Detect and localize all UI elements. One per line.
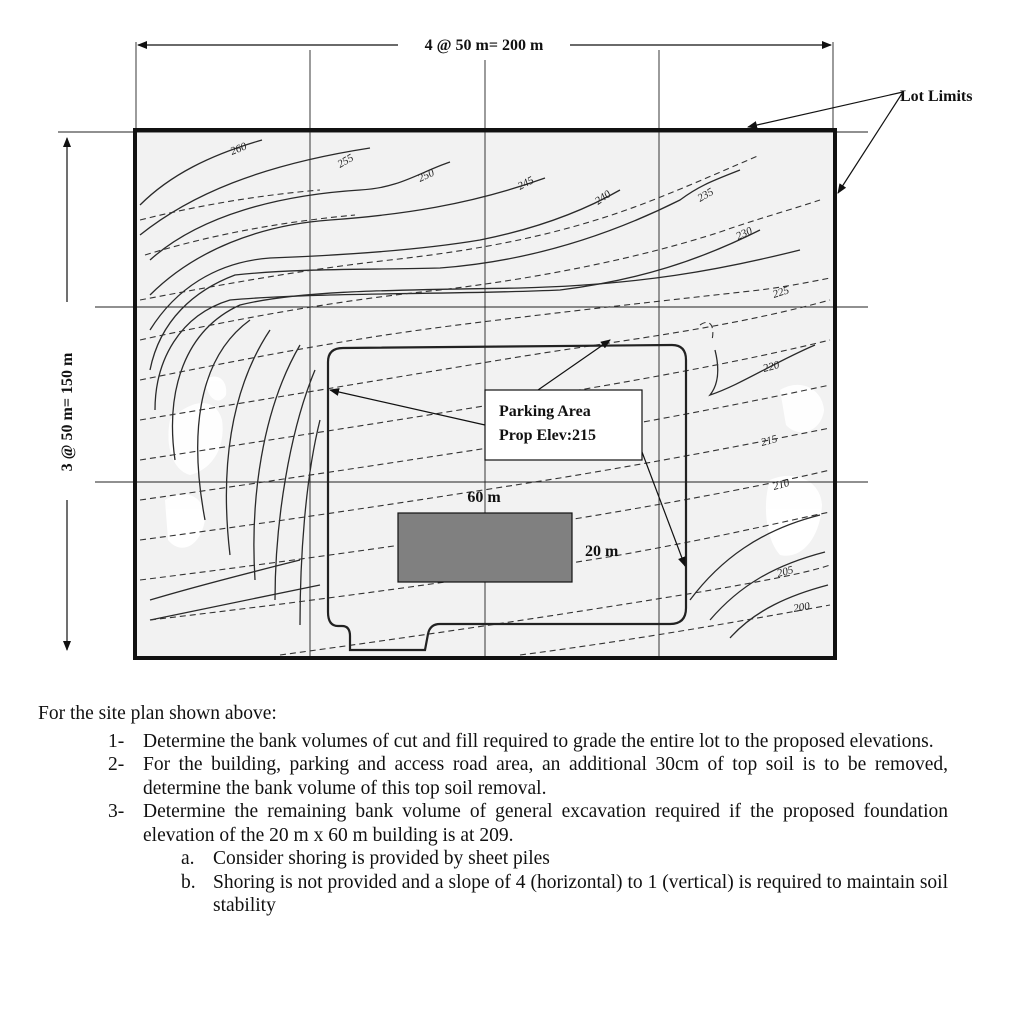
svg-text:200: 200	[792, 600, 811, 615]
lot-limits-label: Lot Limits	[900, 88, 972, 105]
svg-text:260: 260	[229, 140, 249, 157]
subtask-list: a. Consider shoring is provided by sheet…	[143, 847, 948, 918]
task-number: 1-	[108, 730, 125, 752]
task-list: 1- Determine the bank volumes of cut and…	[38, 730, 948, 918]
svg-text:215: 215	[760, 433, 780, 449]
task-item: 1- Determine the bank volumes of cut and…	[38, 730, 948, 754]
subtask-item: a. Consider shoring is provided by sheet…	[143, 847, 948, 871]
building-footprint	[397, 512, 573, 583]
width-dimension: 4 @ 50 m= 200 m	[137, 37, 832, 54]
task-text: For the building, parking and access roa…	[143, 754, 948, 799]
task-text: Determine the remaining bank volume of g…	[143, 801, 948, 846]
subtask-item: b. Shoring is not provided and a slope o…	[143, 871, 948, 918]
task-item: 3- Determine the remaining bank volume o…	[38, 800, 948, 918]
svg-text:205: 205	[776, 564, 796, 580]
lot-boundary	[133, 128, 837, 660]
subtask-text: Consider shoring is provided by sheet pi…	[213, 848, 550, 869]
parking-label-line1: Parking Area	[499, 403, 591, 420]
subtask-letter: b.	[181, 871, 196, 893]
height-dimension-label: 3 @ 50 m= 150 m	[59, 352, 76, 471]
smudge-marks	[165, 376, 824, 556]
existing-contours	[139, 139, 829, 639]
subtask-text: Shoring is not provided and a slope of 4…	[213, 871, 948, 917]
parking-label-line2: Prop Elev:215	[499, 427, 596, 444]
task-text: Determine the bank volumes of cut and fi…	[143, 730, 934, 752]
svg-text:225: 225	[771, 284, 791, 301]
site-plan-figure: 260 255 250 245 240 235 230 225 220 215 …	[58, 37, 972, 660]
parking-label-box	[484, 389, 643, 461]
parking-area-outline	[326, 343, 688, 652]
task-number: 2-	[108, 754, 125, 775]
problem-statement: For the site plan shown above: 1- Determ…	[38, 702, 948, 918]
width-dimension-label: 4 @ 50 m= 200 m	[425, 37, 544, 54]
building-depth-label: 20 m	[585, 543, 619, 560]
problem-intro: For the site plan shown above:	[38, 703, 277, 724]
parking-callout: Parking Area Prop Elev:215	[329, 339, 686, 567]
building-width-label: 60 m	[467, 489, 501, 506]
task-item: 2- For the building, parking and access …	[38, 753, 948, 800]
task-number: 3-	[108, 801, 125, 822]
svg-text:220: 220	[762, 359, 782, 375]
svg-text:210: 210	[772, 477, 792, 493]
lot-limits-callout: Lot Limits	[747, 88, 972, 194]
height-dimension: 3 @ 50 m= 150 m	[59, 137, 76, 651]
subtask-letter: a.	[181, 848, 195, 869]
